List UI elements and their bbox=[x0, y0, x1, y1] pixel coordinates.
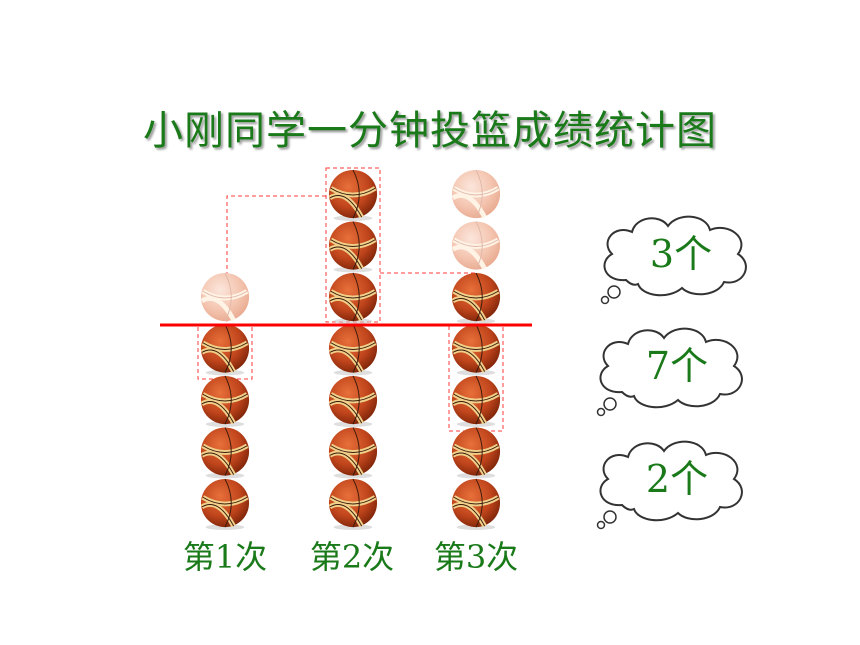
ball-placeholder bbox=[452, 170, 500, 218]
cloud-shape bbox=[603, 215, 747, 297]
answer-text-3: 2个 bbox=[645, 457, 709, 501]
cloud-tail-dot bbox=[596, 407, 606, 417]
basketball bbox=[452, 479, 500, 530]
basketball bbox=[329, 170, 377, 221]
thought-bubble-1: 3个 bbox=[596, 210, 756, 305]
basketball bbox=[452, 427, 500, 478]
basketball bbox=[201, 376, 249, 427]
basketball bbox=[329, 324, 377, 375]
cloud-tail-dot bbox=[603, 397, 617, 411]
cloud-shape bbox=[599, 440, 743, 522]
answer-text-2: 7个 bbox=[645, 344, 709, 388]
basketball bbox=[329, 273, 377, 324]
column-label-3: 第3次 bbox=[433, 538, 519, 576]
basketball bbox=[329, 376, 377, 427]
basketball bbox=[201, 324, 249, 375]
thought-bubble-2: 7个 bbox=[592, 322, 752, 417]
missing-balls-box-3 bbox=[448, 324, 504, 432]
basketball bbox=[201, 427, 249, 478]
thought-bubble-3: 2个 bbox=[592, 435, 752, 530]
basketball bbox=[452, 324, 500, 375]
basketball bbox=[329, 221, 377, 272]
ball-columns bbox=[201, 170, 500, 530]
cloud-tail-dot bbox=[600, 295, 610, 305]
basketball bbox=[452, 273, 500, 324]
cloud-shape bbox=[599, 327, 743, 409]
cloud-tail-dot bbox=[607, 285, 621, 299]
basketball bbox=[201, 479, 249, 530]
answer-text-1: 3个 bbox=[649, 232, 713, 276]
ball-placeholder bbox=[452, 221, 500, 269]
column-label-1: 第1次 bbox=[182, 538, 268, 576]
column-label-2: 第2次 bbox=[309, 538, 395, 576]
basketball bbox=[329, 427, 377, 478]
cloud-tail-dot bbox=[603, 510, 617, 524]
ball-placeholder bbox=[201, 273, 249, 321]
basketball bbox=[452, 376, 500, 427]
move-arrow-1 bbox=[226, 195, 326, 318]
cloud-tail-dot bbox=[596, 520, 606, 530]
basketball bbox=[329, 479, 377, 530]
page-title: 小刚同学一分钟投篮成绩统计图 bbox=[143, 108, 717, 154]
